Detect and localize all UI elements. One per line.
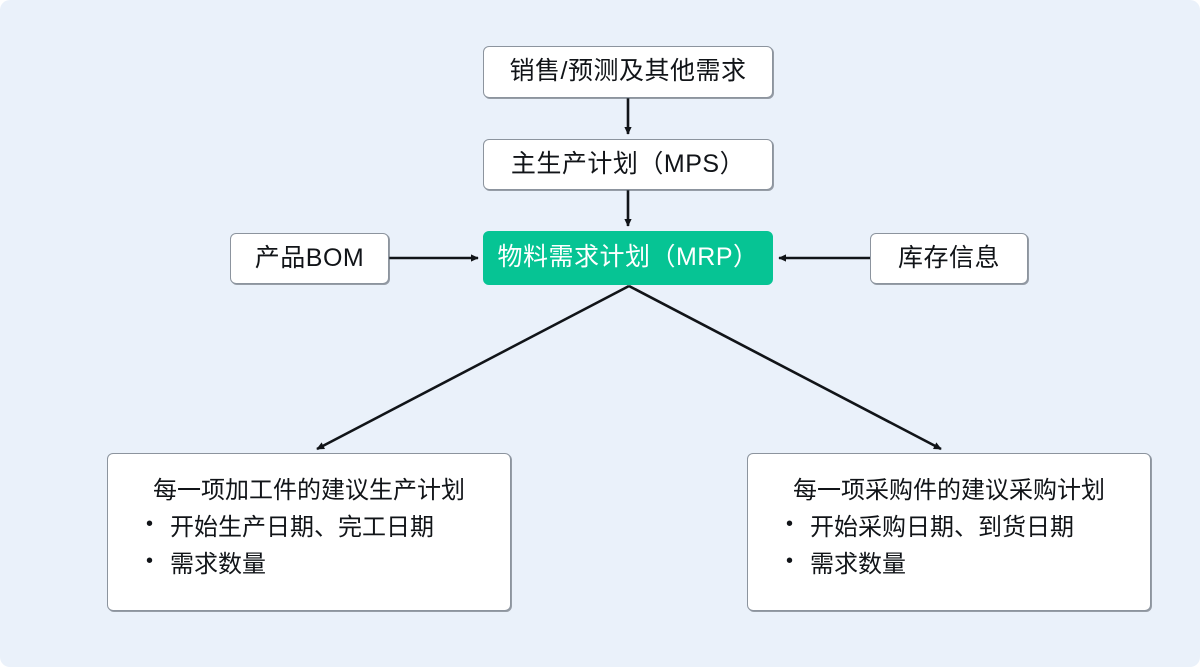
edge-mrp-to-production-plan [316,284,630,451]
list-item: 开始生产日期、完工日期 [144,509,492,546]
node-sales-forecast-demand[interactable]: 销售/预测及其他需求 [483,46,773,98]
edge-mrp-to-purchase-plan [628,284,942,451]
node-suggested-purchase-plan[interactable]: 每一项采购件的建议采购计划 开始采购日期、到货日期 需求数量 [747,453,1151,611]
outcome-bullet-list: 开始生产日期、完工日期 需求数量 [126,509,492,583]
node-label: 销售/预测及其他需求 [509,57,747,86]
node-suggested-production-plan[interactable]: 每一项加工件的建议生产计划 开始生产日期、完工日期 需求数量 [107,453,511,611]
node-product-bom[interactable]: 产品BOM [230,233,389,284]
node-master-production-schedule[interactable]: 主生产计划（MPS） [483,139,773,190]
node-label: 物料需求计划（MRP） [497,243,759,272]
list-item: 需求数量 [784,546,1132,583]
node-label: 产品BOM [254,243,365,272]
outcome-title: 每一项加工件的建议生产计划 [153,477,465,504]
node-inventory-information[interactable]: 库存信息 [870,233,1028,284]
outcome-bullet-list: 开始采购日期、到货日期 需求数量 [766,509,1132,583]
node-label: 主生产计划（MPS） [510,149,746,178]
node-label: 库存信息 [897,243,1000,272]
outcome-title: 每一项采购件的建议采购计划 [793,477,1105,504]
node-material-requirements-planning[interactable]: 物料需求计划（MRP） [483,231,773,285]
list-item: 开始采购日期、到货日期 [784,509,1132,546]
list-item: 需求数量 [144,546,492,583]
